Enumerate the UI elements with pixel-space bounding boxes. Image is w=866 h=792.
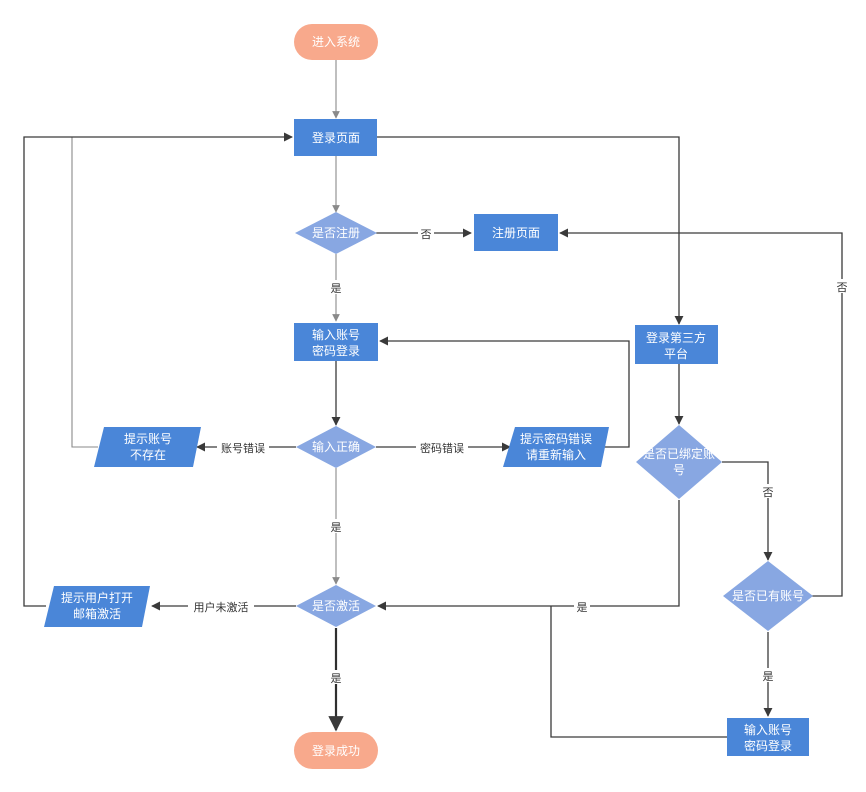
nodes: 进入系统 登录页面 是否注册 注册页面 输入账号 密码登录 登录第三方 平台 <box>44 24 813 769</box>
label-bound-yes: 是 <box>577 601 588 614</box>
label-registered-yes: 是 <box>331 282 342 295</box>
edge-retry-input <box>379 336 630 448</box>
is-registered-label: 是否注册 <box>312 225 360 240</box>
is-activated-decision: 是否激活 <box>296 585 376 627</box>
activate-tip-line2: 邮箱激活 <box>73 606 121 621</box>
edge-activate-to-login <box>23 132 293 607</box>
label-correct-yes: 是 <box>331 521 342 534</box>
is-registered-decision: 是否注册 <box>295 212 377 254</box>
activate-tip-line1: 提示用户打开 <box>61 590 133 605</box>
success-node: 登录成功 <box>294 732 378 769</box>
label-account-error: 账号错误 <box>221 441 265 455</box>
password-error-line1: 提示密码错误 <box>520 431 592 446</box>
edge-bound-yes <box>377 500 680 611</box>
account-not-exist-node: 提示账号 不存在 <box>94 427 201 467</box>
input-account-2-line1: 输入账号 <box>744 722 792 737</box>
third-party-label-line2: 平台 <box>664 346 688 361</box>
start-label: 进入系统 <box>312 35 360 49</box>
input-account-node: 输入账号 密码登录 <box>294 323 378 361</box>
has-account-decision: 是否已有账号 <box>723 561 813 631</box>
register-page-node: 注册页面 <box>474 214 558 251</box>
third-party-node: 登录第三方 平台 <box>635 325 718 364</box>
edges <box>23 60 843 738</box>
password-error-line2: 请重新输入 <box>526 447 586 462</box>
start-node: 进入系统 <box>294 24 378 60</box>
input-account-2-line2: 密码登录 <box>744 738 792 753</box>
account-not-exist-line1: 提示账号 <box>124 431 172 446</box>
register-page-label: 注册页面 <box>492 225 540 240</box>
label-not-activated: 用户未激活 <box>194 600 249 614</box>
activate-tip-node: 提示用户打开 邮箱激活 <box>44 586 150 627</box>
is-activated-label: 是否激活 <box>312 599 360 613</box>
label-registered-no: 否 <box>421 228 432 241</box>
input-account-label-line2: 密码登录 <box>312 343 360 358</box>
label-has-account-no: 否 <box>837 281 848 294</box>
success-label: 登录成功 <box>312 743 360 758</box>
edge-not-exist-to-login <box>71 133 293 448</box>
input-correct-decision: 输入正确 <box>296 426 376 468</box>
input-account-2-node: 输入账号 密码登录 <box>727 718 809 756</box>
edge-input2-to-activated <box>550 606 727 738</box>
has-account-label: 是否已有账号 <box>732 589 804 603</box>
edge-labels: 否 是 账号错误 密码错误 是 用户未激活 是 是 否 否 是 <box>188 226 850 685</box>
login-page-node: 登录页面 <box>294 119 377 156</box>
label-bound-no: 否 <box>763 486 774 499</box>
label-password-error: 密码错误 <box>420 441 464 455</box>
is-bound-line2: 号 <box>673 463 685 477</box>
login-page-label: 登录页面 <box>312 130 360 145</box>
label-activated-yes: 是 <box>331 672 342 685</box>
edge-has-account-no <box>559 228 843 597</box>
edge-bound-no <box>722 461 773 561</box>
edge-login-to-third-party <box>377 136 684 325</box>
label-has-account-yes: 是 <box>763 670 774 683</box>
is-bound-decision: 是否已绑定账 号 <box>636 425 722 499</box>
account-not-exist-line2: 不存在 <box>130 448 166 462</box>
password-error-node: 提示密码错误 请重新输入 <box>503 427 609 467</box>
third-party-label-line1: 登录第三方 <box>646 330 706 345</box>
input-correct-label: 输入正确 <box>312 439 360 454</box>
is-bound-line1: 是否已绑定账 <box>643 446 715 461</box>
input-account-label-line1: 输入账号 <box>312 327 360 342</box>
